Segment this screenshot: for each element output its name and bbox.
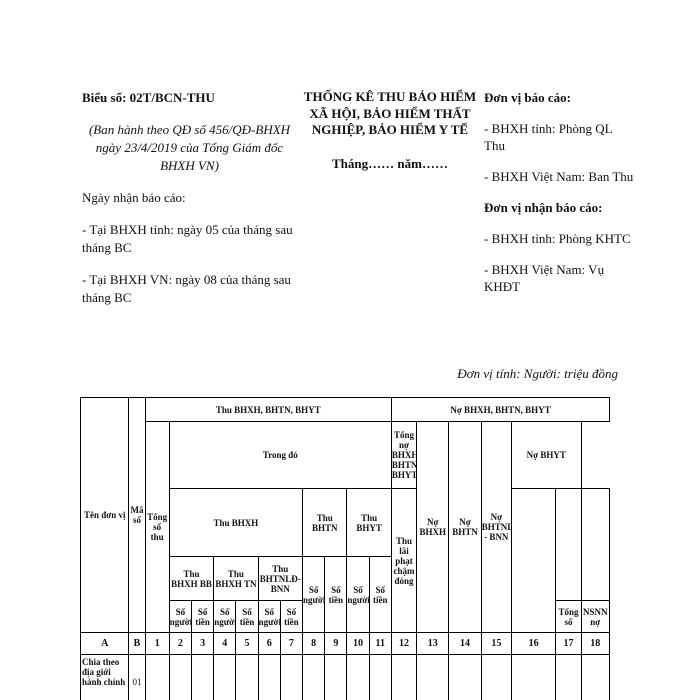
index-cell: 3 [190, 632, 215, 655]
header-tn-amount: Số tiền [235, 600, 259, 633]
form-code: Biểu số: 02T/BCN-THU [82, 90, 215, 105]
units-column: Đơn vị báo cáo: - BHXH tỉnh: Phòng QL Th… [484, 89, 634, 295]
header-bhyt-amount: Số tiền [368, 556, 392, 633]
table-row: Chia theo địa giới hành chính 01 [79, 654, 611, 700]
header-bhtnld-bnn: Thu BHTNLĐ- BNN [257, 556, 304, 601]
data-cell [213, 654, 237, 700]
issued-by-note: (Ban hành theo QĐ số 456/QĐ-BHXH ngày 23… [88, 122, 291, 173]
receiving-unit-title: Đơn vị nhận báo cáo: [484, 200, 603, 215]
header-collect-bhyt: Thu BHYT [346, 488, 392, 557]
report-title: THỐNG KÊ THU BẢO HIỂM XÃ HỘI, BẢO HIỂM T… [303, 89, 477, 137]
index-cell: 10 [346, 632, 370, 655]
header-collect-group: Thu BHXH, BHTN, BHYT [144, 397, 392, 422]
receiving-unit-vn: - BHXH Việt Nam: Vụ KHĐT [484, 262, 605, 294]
data-cell [416, 654, 450, 700]
data-cell [555, 654, 582, 700]
report-period: Tháng…… năm…… [332, 155, 448, 171]
header-of-which: Trong đó [168, 421, 392, 489]
data-cell [235, 654, 259, 700]
header-tn-persons: Số người [213, 600, 237, 633]
header-tnld-persons: Số người [257, 600, 281, 633]
data-cell [346, 654, 370, 700]
index-cell: 15 [480, 632, 512, 655]
index-cell: 1 [144, 632, 170, 655]
index-cell: 8 [302, 632, 326, 655]
header-collect-bhtn: Thu BHTN [302, 488, 348, 557]
index-cell: 14 [448, 632, 482, 655]
index-cell: 17 [555, 632, 582, 655]
data-cell [190, 654, 215, 700]
data-cell [324, 654, 348, 700]
reporting-unit-province: - BHXH tỉnh: Phòng QL Thu [484, 121, 613, 153]
data-cell [480, 654, 512, 700]
header-debt-bhxh: Nợ BHXH [416, 421, 450, 633]
unit-of-measure-note: Đơn vị tính: Người: triệu đồng [457, 366, 618, 381]
index-cell: 4 [213, 632, 237, 655]
data-cell [302, 654, 326, 700]
data-cell [448, 654, 482, 700]
form-info-column: Biểu số: 02T/BCN-THU (Ban hành theo QĐ s… [82, 89, 297, 307]
header-bhtn-persons: Số người [302, 556, 326, 633]
header-tnld-amount: Số tiền [279, 600, 304, 633]
index-cell: 11 [368, 632, 392, 655]
index-cell: B [128, 632, 146, 655]
index-cell: 2 [168, 632, 193, 655]
header-debt-bhyt-nsnn: NSNN nợ [580, 600, 611, 633]
index-cell: A [79, 632, 130, 655]
index-cell: 12 [390, 632, 418, 655]
index-cell: 6 [257, 632, 281, 655]
header-bhyt-persons: Số người [346, 556, 370, 633]
data-cell [168, 654, 193, 700]
row-label: Chia theo địa giới hành chính [79, 654, 130, 700]
header-debt-bhtnld: Nợ BHTNLĐ - BNN [480, 421, 512, 633]
header-debt-group: Nợ BHXH, BHTN, BHYT [390, 397, 611, 422]
header-debt-bhyt-blank-total [555, 488, 582, 601]
data-cell [144, 654, 170, 700]
index-cell: 9 [324, 632, 348, 655]
index-cell: 5 [235, 632, 259, 655]
report-title-column: THỐNG KÊ THU BẢO HIỂM XÃ HỘI, BẢO HIỂM T… [296, 89, 484, 172]
header-total-debt: Tổng nợ BHXH, BHTN BHYT [390, 421, 418, 489]
header-bhtn-amount: Số tiền [324, 556, 348, 633]
data-cell [257, 654, 281, 700]
index-cell: 7 [279, 632, 304, 655]
header-debt-bhtn: Nợ BHTN [448, 421, 482, 633]
data-cell [279, 654, 304, 700]
receiving-unit-province: - BHXH tỉnh: Phòng KHTC [484, 231, 631, 246]
index-cell: 13 [416, 632, 450, 655]
index-cell: 18 [580, 632, 611, 655]
reporting-unit-vn: - BHXH Việt Nam: Ban Thu [484, 169, 634, 184]
header-bb-persons: Số người [168, 600, 193, 633]
index-cell: 16 [510, 632, 557, 655]
data-cell [390, 654, 418, 700]
row-code: 01 [128, 654, 146, 700]
data-cell [510, 654, 557, 700]
receive-date-title: Ngày nhận báo cáo: [82, 190, 186, 205]
header-total-collect: Tổng số thu [144, 421, 170, 633]
header-debt-bhyt: Nợ BHYT [510, 421, 582, 489]
receive-date-vn: - Tại BHXH VN: ngày 08 của tháng sau thá… [82, 272, 291, 305]
data-cell [368, 654, 392, 700]
header-bhxh-tn: Thu BHXH TN [213, 556, 259, 601]
header-debt-bhyt-blank-nsnn [580, 488, 611, 601]
header-debt-bhyt-total: Tổng số [555, 600, 582, 633]
header-unit-name: Tên đơn vị [79, 397, 130, 633]
header-bb-amount: Số tiền [190, 600, 215, 633]
header-late-interest: Thu lãi phạt chậm đóng [390, 488, 418, 633]
column-index-row: A B 1 2 3 4 5 6 7 8 9 10 11 12 13 14 15 … [79, 632, 611, 655]
header-total-debt-blank [510, 488, 557, 633]
statistics-table: Tên đơn vị Mã số Thu BHXH, BHTN, BHYT Nợ… [79, 397, 611, 700]
receive-date-province: - Tại BHXH tỉnh: ngày 05 của tháng sau t… [82, 222, 293, 255]
header-collect-bhxh: Thu BHXH [168, 488, 304, 557]
header-code: Mã số [128, 397, 146, 633]
header-bhxh-bb: Thu BHXH BB [168, 556, 215, 601]
reporting-unit-title: Đơn vị báo cáo: [484, 90, 572, 105]
data-cell [580, 654, 611, 700]
